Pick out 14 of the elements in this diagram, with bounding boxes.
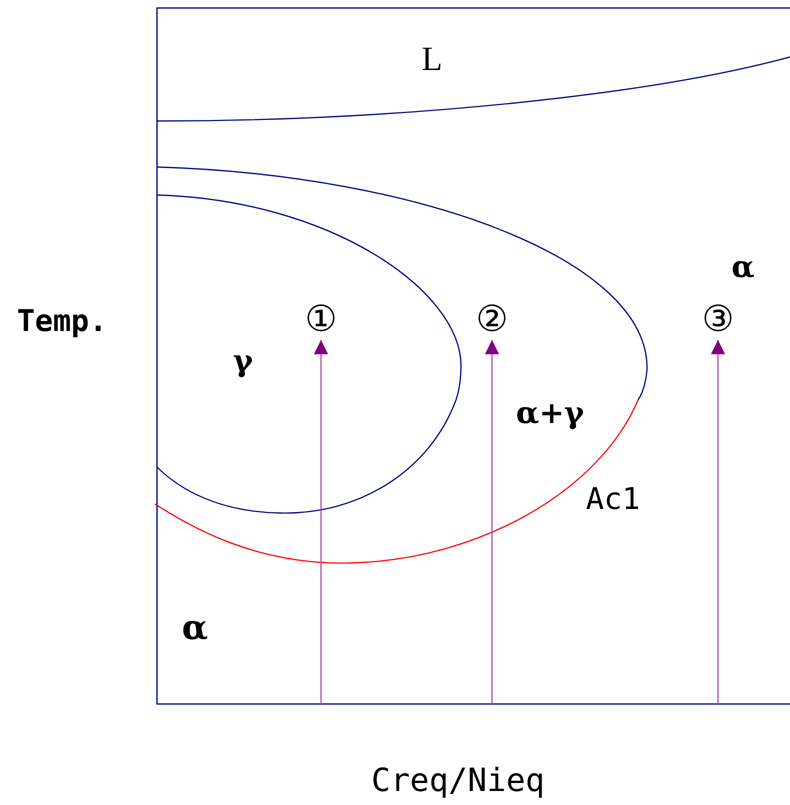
circled-number: ③ [700,300,736,340]
axis-title: Temp. [16,307,108,337]
phase-label: α+γ [516,399,584,429]
phase-label: γ [233,347,253,377]
curve-label: Ac1 [586,485,640,515]
arrow [484,340,500,704]
axis-title: Creq/Nieq [371,764,545,796]
phase-label: α [731,253,755,283]
phase-label: L [422,43,442,77]
phase-label: α [182,611,208,645]
circled-number: ② [474,300,510,340]
arrow [710,340,726,704]
arrow [314,340,328,704]
circled-number: ① [302,300,340,340]
